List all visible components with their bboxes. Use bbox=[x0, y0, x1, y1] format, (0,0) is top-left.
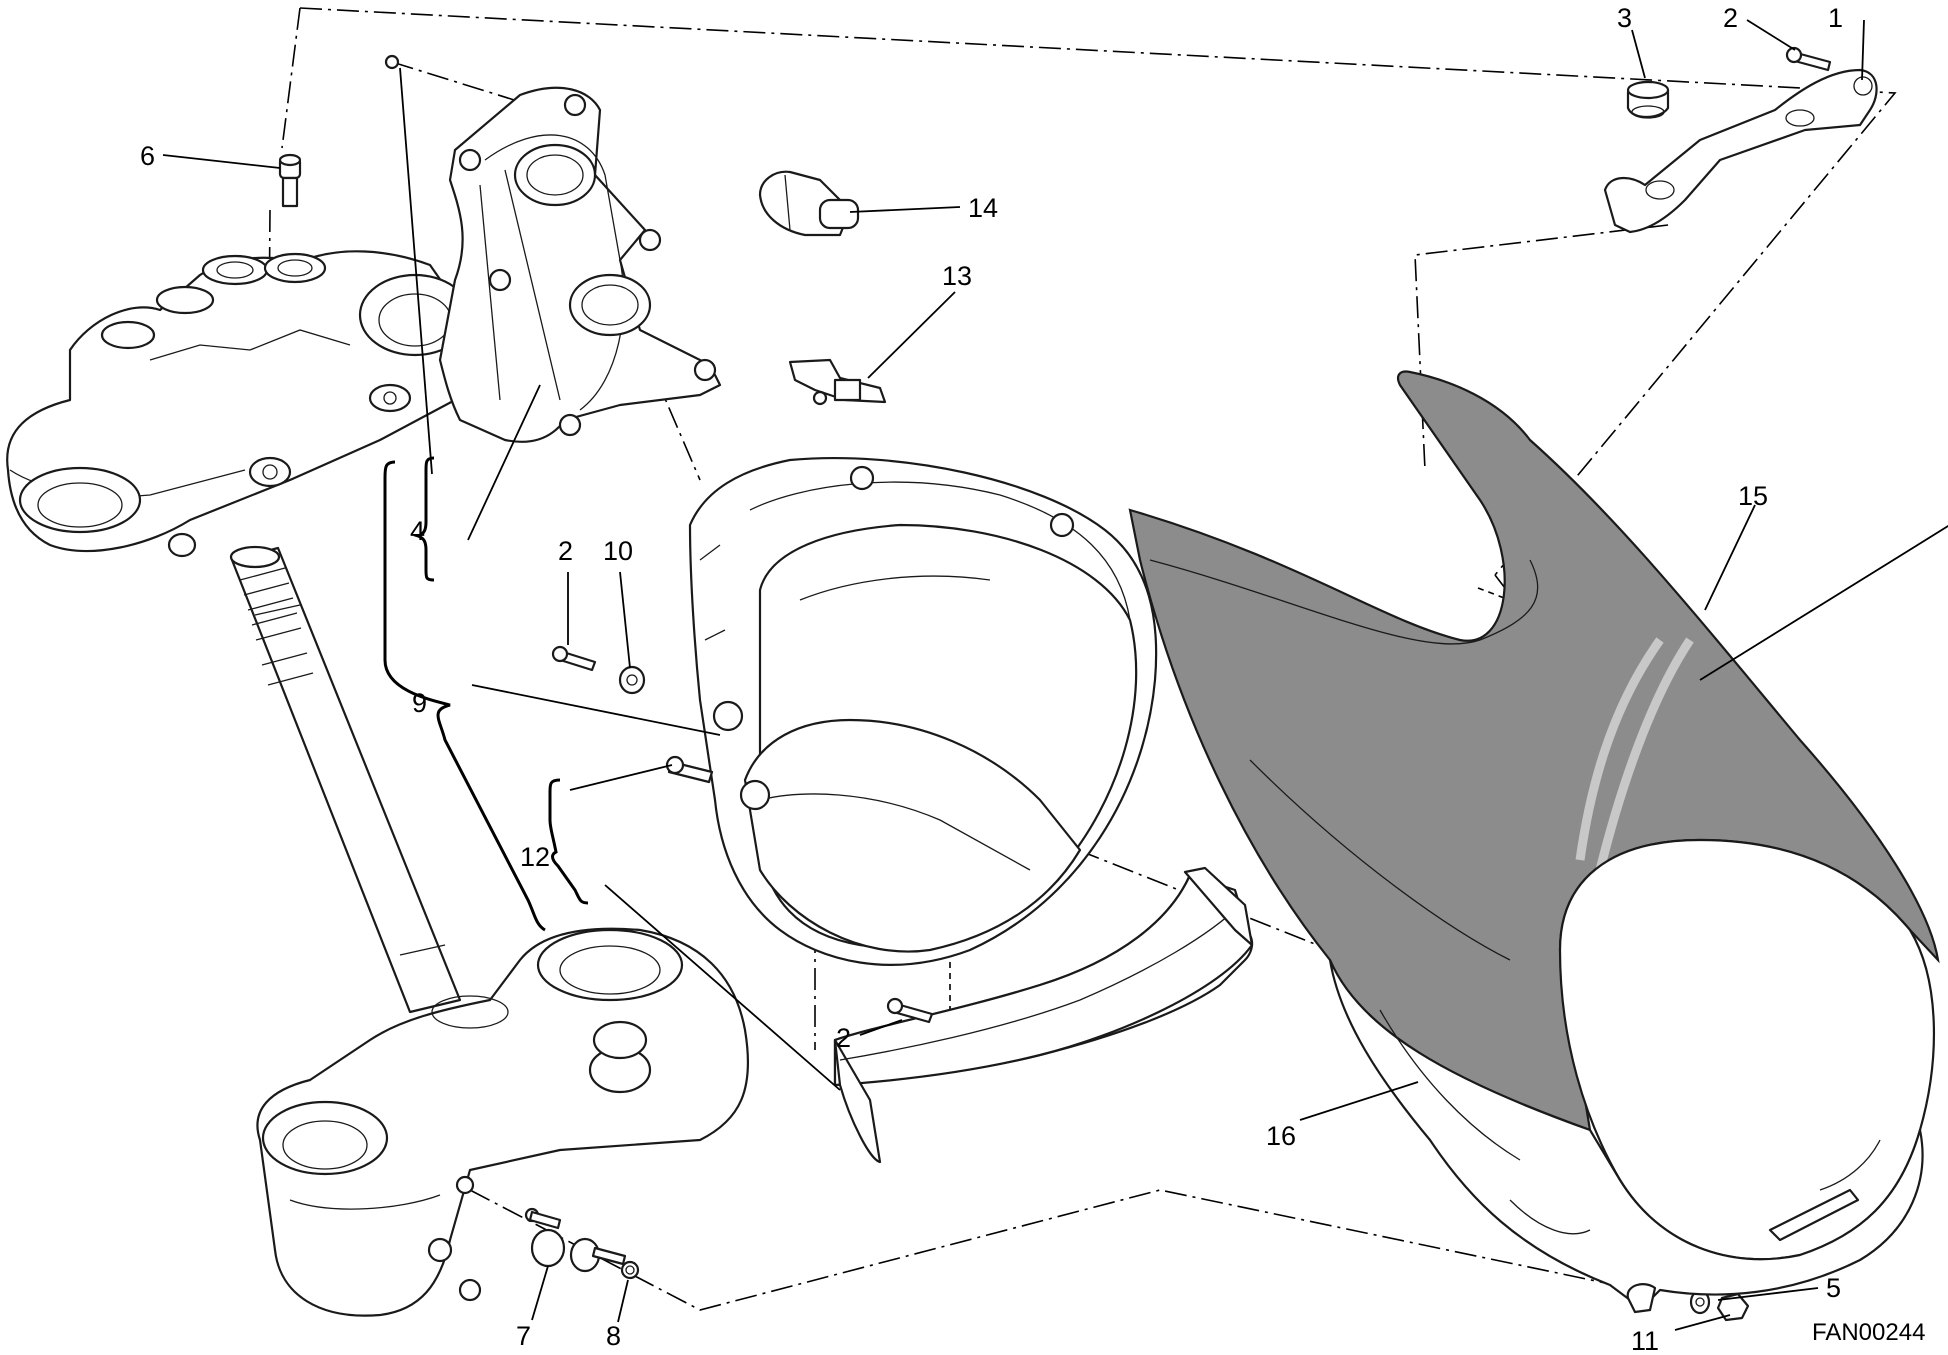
callout-16: 16 bbox=[1266, 1121, 1296, 1151]
callout-4: 4 bbox=[410, 516, 425, 546]
callout-2-top: 2 bbox=[1723, 3, 1738, 33]
callout-5: 5 bbox=[1826, 1273, 1841, 1303]
washer-10 bbox=[618, 665, 646, 695]
group-braces bbox=[383, 456, 589, 932]
headlight-bulb bbox=[758, 170, 860, 237]
callout-6: 6 bbox=[140, 141, 155, 171]
callout-1: 1 bbox=[1828, 3, 1843, 33]
callout-8: 8 bbox=[606, 1321, 621, 1351]
callout-labels: 1 2 3 6 14 13 15 4 2 10 9 12 2 16 5 7 8 … bbox=[140, 3, 1925, 1355]
screw-2-middle bbox=[551, 645, 597, 672]
callout-9: 9 bbox=[412, 688, 427, 718]
headlight-bracket bbox=[438, 86, 722, 443]
callout-3: 3 bbox=[1617, 3, 1632, 33]
callout-13: 13 bbox=[942, 261, 972, 291]
mounting-screw-6 bbox=[278, 153, 302, 208]
callout-12: 12 bbox=[520, 842, 550, 872]
callout-2-lower: 2 bbox=[836, 1023, 851, 1053]
cap-7 bbox=[524, 1207, 566, 1268]
callout-7: 7 bbox=[516, 1321, 531, 1351]
callout-2-middle: 2 bbox=[558, 536, 573, 566]
screw-2-lower bbox=[886, 997, 934, 1024]
lower-triple-clamp bbox=[256, 927, 750, 1317]
bracket-screw bbox=[384, 54, 400, 70]
screw-top-right bbox=[1785, 46, 1832, 72]
callout-14: 14 bbox=[968, 193, 998, 223]
headlight-assembly bbox=[688, 457, 1158, 966]
rubber-grommet bbox=[1626, 80, 1670, 119]
callout-11: 11 bbox=[1631, 1326, 1659, 1355]
washer-8 bbox=[569, 1237, 640, 1280]
drawing-code: FAN00244 bbox=[1812, 1319, 1925, 1346]
leader-lines bbox=[162, 19, 1948, 1331]
lower-fairing-16 bbox=[1328, 958, 1924, 1314]
upper-triple-clamp bbox=[6, 250, 479, 558]
steering-stem bbox=[229, 545, 462, 1014]
callout-15: 15 bbox=[1738, 481, 1768, 511]
callout-10: 10 bbox=[603, 536, 633, 566]
parking-bulb bbox=[788, 358, 887, 406]
support-bracket bbox=[1603, 68, 1878, 234]
lower-headlight-cover bbox=[833, 866, 1254, 1164]
screw-12 bbox=[665, 755, 714, 784]
